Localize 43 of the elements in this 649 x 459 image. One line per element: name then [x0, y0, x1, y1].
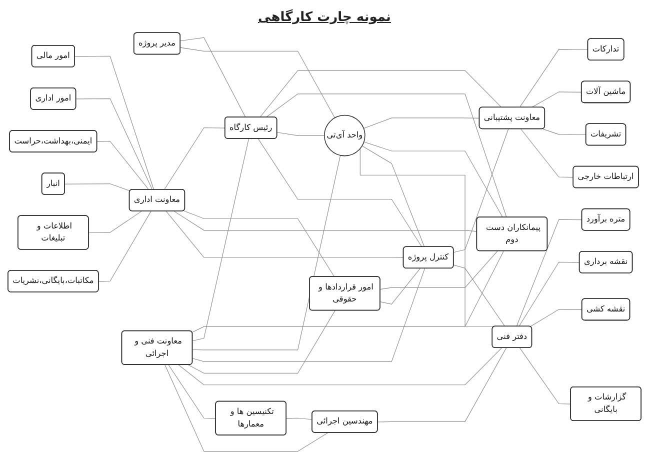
- node-circle: واحد آی‌تی: [324, 114, 366, 156]
- connector: [542, 128, 586, 136]
- connector: [180, 37, 246, 118]
- connector: [183, 210, 335, 278]
- connector: [192, 138, 250, 342]
- connector: [178, 348, 502, 386]
- connector: [164, 127, 226, 190]
- connector: [166, 210, 404, 258]
- connector: [258, 138, 422, 248]
- connector: [364, 142, 503, 218]
- diagram-title: نمونه چارت کارگاهی: [258, 10, 391, 25]
- connector: [362, 146, 425, 248]
- connector: [260, 70, 502, 118]
- connector: [192, 155, 341, 350]
- connector: [76, 98, 153, 190]
- connector: [516, 219, 582, 327]
- connector: [266, 94, 507, 218]
- connector: [188, 310, 336, 374]
- connector: [64, 184, 130, 192]
- connector: [74, 56, 154, 190]
- connector: [192, 268, 426, 362]
- connector: [453, 264, 506, 327]
- connector: [276, 132, 325, 136]
- connector: [96, 140, 149, 190]
- connector: [164, 364, 328, 452]
- connector: [168, 364, 216, 419]
- connector: [380, 268, 420, 304]
- connector: [518, 262, 580, 327]
- connector: [380, 250, 498, 290]
- connector: [519, 49, 588, 108]
- connector: [174, 210, 478, 232]
- connector: [98, 210, 152, 282]
- connector: [377, 348, 507, 422]
- connector: [363, 118, 480, 129]
- connector: [192, 250, 504, 333]
- connector: [180, 47, 336, 118]
- connector: [286, 418, 313, 420]
- connector: [88, 210, 142, 234]
- connector: [520, 348, 572, 404]
- connector: [531, 92, 582, 108]
- connector: [520, 128, 574, 178]
- connector: [530, 309, 582, 327]
- connector: [453, 128, 509, 253]
